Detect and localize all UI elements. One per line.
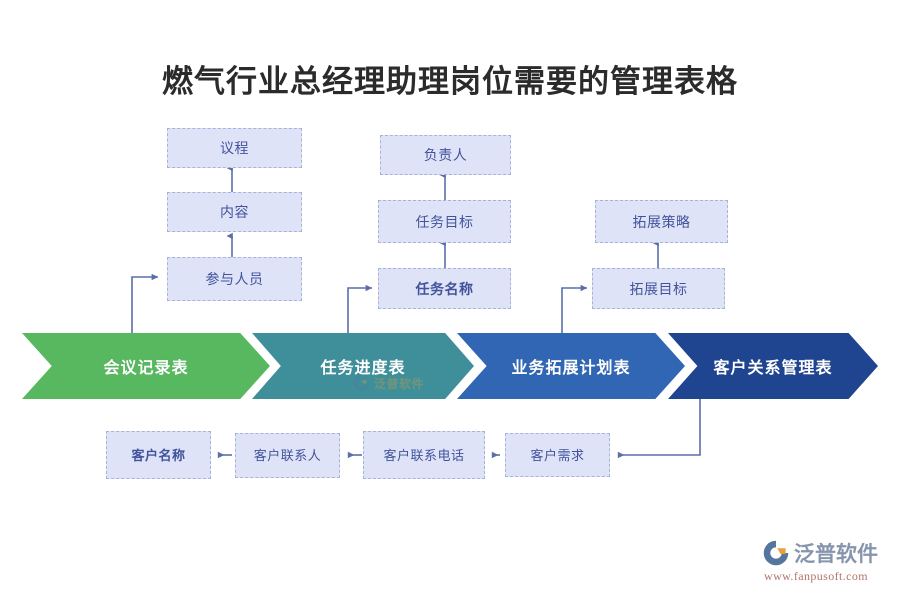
attr-label: 客户联系人 (253, 448, 322, 463)
attr-label: 参与人员 (205, 271, 264, 287)
attr-box-renwumingcheng[interactable]: 任务名称 (378, 268, 511, 309)
attr-label: 内容 (220, 204, 249, 220)
attr-box-tuozhancelue[interactable]: 拓展策略 (595, 200, 728, 243)
attr-label: 客户联系电话 (383, 447, 465, 463)
process-step-label: 业务拓展计划表 (511, 360, 631, 377)
attr-box-canyurenyuan[interactable]: 参与人员 (167, 257, 302, 301)
attr-label: 拓展策略 (632, 213, 691, 230)
page-title: 燃气行业总经理助理岗位需要的管理表格 (162, 64, 738, 99)
attr-label: 客户需求 (530, 447, 585, 463)
process-step-renwujindubiao[interactable]: 任务进度表 (252, 333, 474, 399)
attr-box-kehumingcheng[interactable]: 客户名称 (106, 431, 211, 479)
process-step-label: 任务进度表 (320, 360, 406, 377)
attr-box-renwumubiao[interactable]: 任务目标 (378, 200, 511, 243)
attr-box-kehuxuqiu[interactable]: 客户需求 (505, 433, 610, 477)
attr-label: 客户名称 (131, 447, 186, 463)
attr-box-kehulianxidianhua[interactable]: 客户联系电话 (363, 431, 485, 479)
process-step-label: 客户关系管理表 (713, 360, 833, 377)
attr-box-tuozhanmubiao[interactable]: 拓展目标 (592, 268, 725, 309)
brand-logo: 泛普软件 www.fanpusoft.com (762, 538, 888, 586)
attr-label: 负责人 (423, 147, 468, 163)
attr-box-fuzeren[interactable]: 负责人 (380, 135, 511, 175)
brand-name: 泛普软件 (794, 543, 878, 566)
process-chevron-band: 会议记录表 任务进度表 业务拓展计划表 客户关系管理表 (0, 333, 900, 399)
arrow-step4-to-customer-chain (617, 392, 701, 459)
fanpu-logo-icon (763, 540, 789, 566)
attr-label: 议程 (220, 140, 249, 156)
attr-label: 拓展目标 (629, 280, 688, 297)
attr-box-kehulianxiren[interactable]: 客户联系人 (235, 433, 340, 478)
attr-label: 任务目标 (415, 213, 474, 230)
process-step-huiyijilubiao[interactable]: 会议记录表 (22, 333, 270, 399)
brand-url: www.fanpusoft.com (764, 569, 869, 583)
attr-label: 任务名称 (415, 280, 474, 297)
process-step-yewutuozhanjihuabiao[interactable]: 业务拓展计划表 (457, 333, 685, 399)
attr-box-yicheng[interactable]: 议程 (167, 128, 302, 168)
attr-box-neirong[interactable]: 内容 (167, 192, 302, 232)
process-step-label: 会议记录表 (103, 360, 189, 377)
process-step-kehuguanxiguanlibiao[interactable]: 客户关系管理表 (668, 333, 878, 399)
brand-logo-row: 泛普软件 (762, 538, 888, 568)
